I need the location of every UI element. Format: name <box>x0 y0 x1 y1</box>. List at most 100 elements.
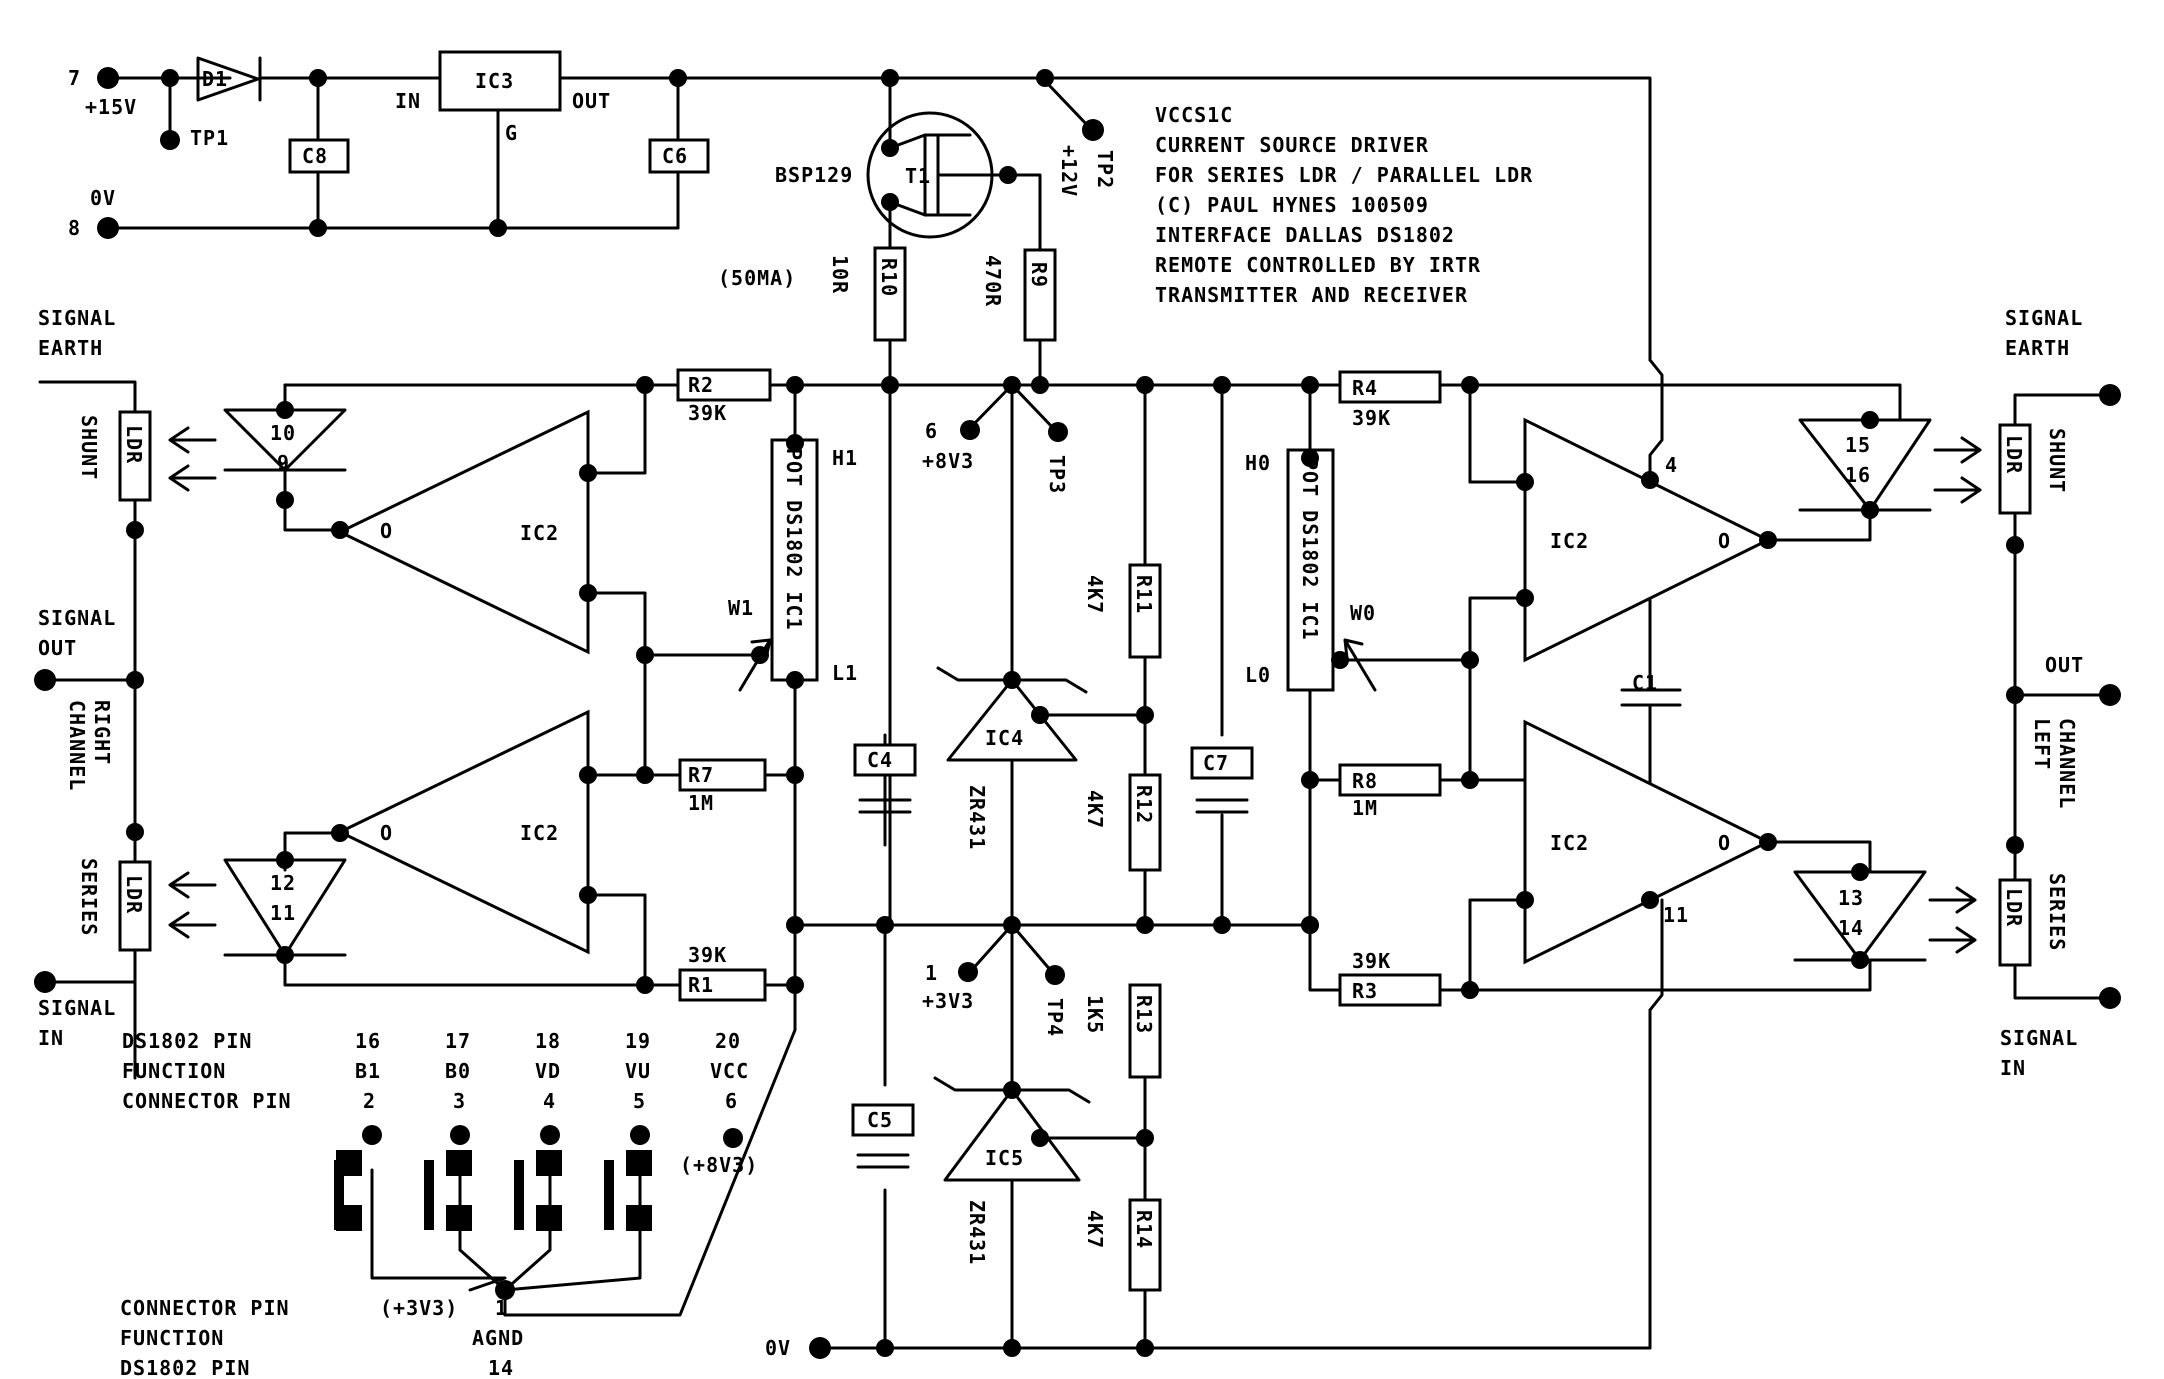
resistor-r13 <box>1128 983 1162 1079</box>
label-r1: R1 <box>688 973 714 997</box>
label-signal-out-left-1: SIGNAL <box>38 606 116 630</box>
label-signal-earth-right-1: SIGNAL <box>2005 306 2083 330</box>
label-signal-earth-left-1: SIGNAL <box>38 306 116 330</box>
source-labels: BSP129 T1 (50MA) R10 10R R9 470R <box>718 163 1051 307</box>
title-line-1: VCCS1C <box>1155 103 1233 127</box>
resistor-r8 <box>1338 763 1442 797</box>
label-r12-value: 4K7 <box>1083 790 1107 829</box>
label-h1: H1 <box>832 446 858 470</box>
label-led-12: 12 <box>270 871 296 895</box>
label-ic5: IC5 <box>985 1146 1024 1170</box>
table-cell-fn-vd: VD <box>535 1059 561 1083</box>
right-channel-labels: SIGNAL EARTH SHUNT LDR OUT CHANNEL LEFT … <box>1245 306 2084 1080</box>
label-pot-right: POT DS1802 IC1 <box>1298 458 1322 641</box>
label-ic2-left-top: IC2 <box>520 521 559 545</box>
regulator-ic3 <box>438 50 562 112</box>
label-c1: C1 <box>1632 671 1658 695</box>
label-o-left-bottom: O <box>380 821 393 845</box>
label-pot-left: POT DS1802 IC1 <box>782 448 806 631</box>
label-bottom-0v: 0V <box>765 1336 791 1360</box>
table-cell-cn-6: 6 <box>725 1089 738 1113</box>
label-led-10: 10 <box>270 421 296 445</box>
table-cell-cn-2: 2 <box>363 1089 376 1113</box>
table-cell-fn-vu: VU <box>625 1059 651 1083</box>
label-l1: L1 <box>832 661 858 685</box>
title-line-7: TRANSMITTER AND RECEIVER <box>1155 283 1468 307</box>
label-o-left-top: O <box>380 519 393 543</box>
title-line-3: FOR SERIES LDR / PARALLEL LDR <box>1155 163 1533 187</box>
label-shunt-right: SHUNT <box>2045 428 2069 493</box>
label-pin7: 7 <box>68 66 81 90</box>
label-plus15v: +15V <box>85 95 137 119</box>
capacitor-c7 <box>1190 746 1254 814</box>
light-arrows-right <box>1928 436 1982 954</box>
label-series-left: SERIES <box>77 858 101 936</box>
resistor-r14 <box>1128 1198 1162 1292</box>
label-ldr-left-bottom: LDR <box>122 875 146 914</box>
table-cell-cn-1: 1 <box>495 1296 508 1320</box>
title-line-2: CURRENT SOURCE DRIVER <box>1155 133 1429 157</box>
label-signal-in-right-2: IN <box>2000 1056 2026 1080</box>
ldr-left-shunt <box>118 410 152 502</box>
label-c8: C8 <box>302 144 328 168</box>
title-line-5: INTERFACE DALLAS DS1802 <box>1155 223 1455 247</box>
table-row-connector-pin-bottom: CONNECTOR PIN <box>120 1296 290 1320</box>
label-signal-out-left-2: OUT <box>38 636 77 660</box>
title-line-4: (C) PAUL HYNES 100509 <box>1155 193 1429 217</box>
table-cell-fn-b0: B0 <box>445 1059 471 1083</box>
label-r10: R10 <box>877 258 901 297</box>
label-tp2: TP2 <box>1093 150 1117 189</box>
label-h0: H0 <box>1245 451 1271 475</box>
capacitor-c5 <box>851 1103 915 1169</box>
table-cell-ds-19: 19 <box>625 1029 651 1053</box>
label-zr431-a: ZR431 <box>965 785 989 850</box>
label-pin8: 8 <box>68 216 81 240</box>
junction-dots <box>34 67 2121 1359</box>
capacitor-c1 <box>1620 688 1682 707</box>
label-channel-right-side: CHANNEL <box>2055 718 2079 809</box>
label-r13: R13 <box>1132 995 1156 1034</box>
title-line-6: REMOTE CONTROLLED BY IRTR <box>1155 253 1481 277</box>
diode-d1 <box>196 56 262 102</box>
label-r11: R11 <box>1132 575 1156 614</box>
label-ic3-in: IN <box>395 89 421 113</box>
resistor-r10 <box>873 246 907 342</box>
label-right-word: RIGHT <box>90 700 114 765</box>
resistor-r12 <box>1128 773 1162 872</box>
label-pin6: 6 <box>925 419 938 443</box>
ldr-left-series <box>118 860 152 952</box>
label-zr431-b: ZR431 <box>965 1200 989 1265</box>
capacitor-c6 <box>648 138 710 174</box>
label-r11-value: 4K7 <box>1083 575 1107 614</box>
label-r3-value: 39K <box>1352 949 1391 973</box>
label-r13-value: 1K5 <box>1083 995 1107 1034</box>
table-cell-fn-agnd: AGND <box>472 1326 524 1350</box>
label-w1: W1 <box>728 596 754 620</box>
label-r14-value: 4K7 <box>1083 1210 1107 1249</box>
label-c4: C4 <box>867 748 893 772</box>
opamp-ic2-left-top <box>336 409 590 655</box>
label-out-right: OUT <box>2045 653 2084 677</box>
ldr-right-shunt <box>1998 423 2032 515</box>
label-r7-value: 1M <box>688 791 714 815</box>
label-ic4: IC4 <box>985 726 1024 750</box>
label-r3: R3 <box>1352 979 1378 1003</box>
label-plus12v: +12V <box>1057 145 1081 197</box>
label-r10-value: 10R <box>828 255 852 294</box>
label-ldr-left-top: LDR <box>122 425 146 464</box>
resistor-r4 <box>1338 370 1442 404</box>
label-c7: C7 <box>1203 751 1229 775</box>
capacitor-c4 <box>853 743 917 814</box>
table-cell-ds-14: 14 <box>488 1356 514 1379</box>
label-c5: C5 <box>867 1108 893 1132</box>
table-cell-cn-4: 4 <box>543 1089 556 1113</box>
connector-pads <box>334 1150 652 1231</box>
light-arrows-left <box>168 426 217 939</box>
label-ic2-right-top: IC2 <box>1550 529 1589 553</box>
label-tp4: TP4 <box>1043 998 1067 1037</box>
pin-table: DS1802 PIN FUNCTION CONNECTOR PIN 16 B1 … <box>120 1029 757 1379</box>
table-row-function-bottom: FUNCTION <box>120 1326 224 1350</box>
table-row-ds1802-pin-bottom: DS1802 PIN <box>120 1356 250 1379</box>
label-plus8v3: +8V3 <box>922 449 974 473</box>
label-signal-earth-left-2: EARTH <box>38 336 103 360</box>
